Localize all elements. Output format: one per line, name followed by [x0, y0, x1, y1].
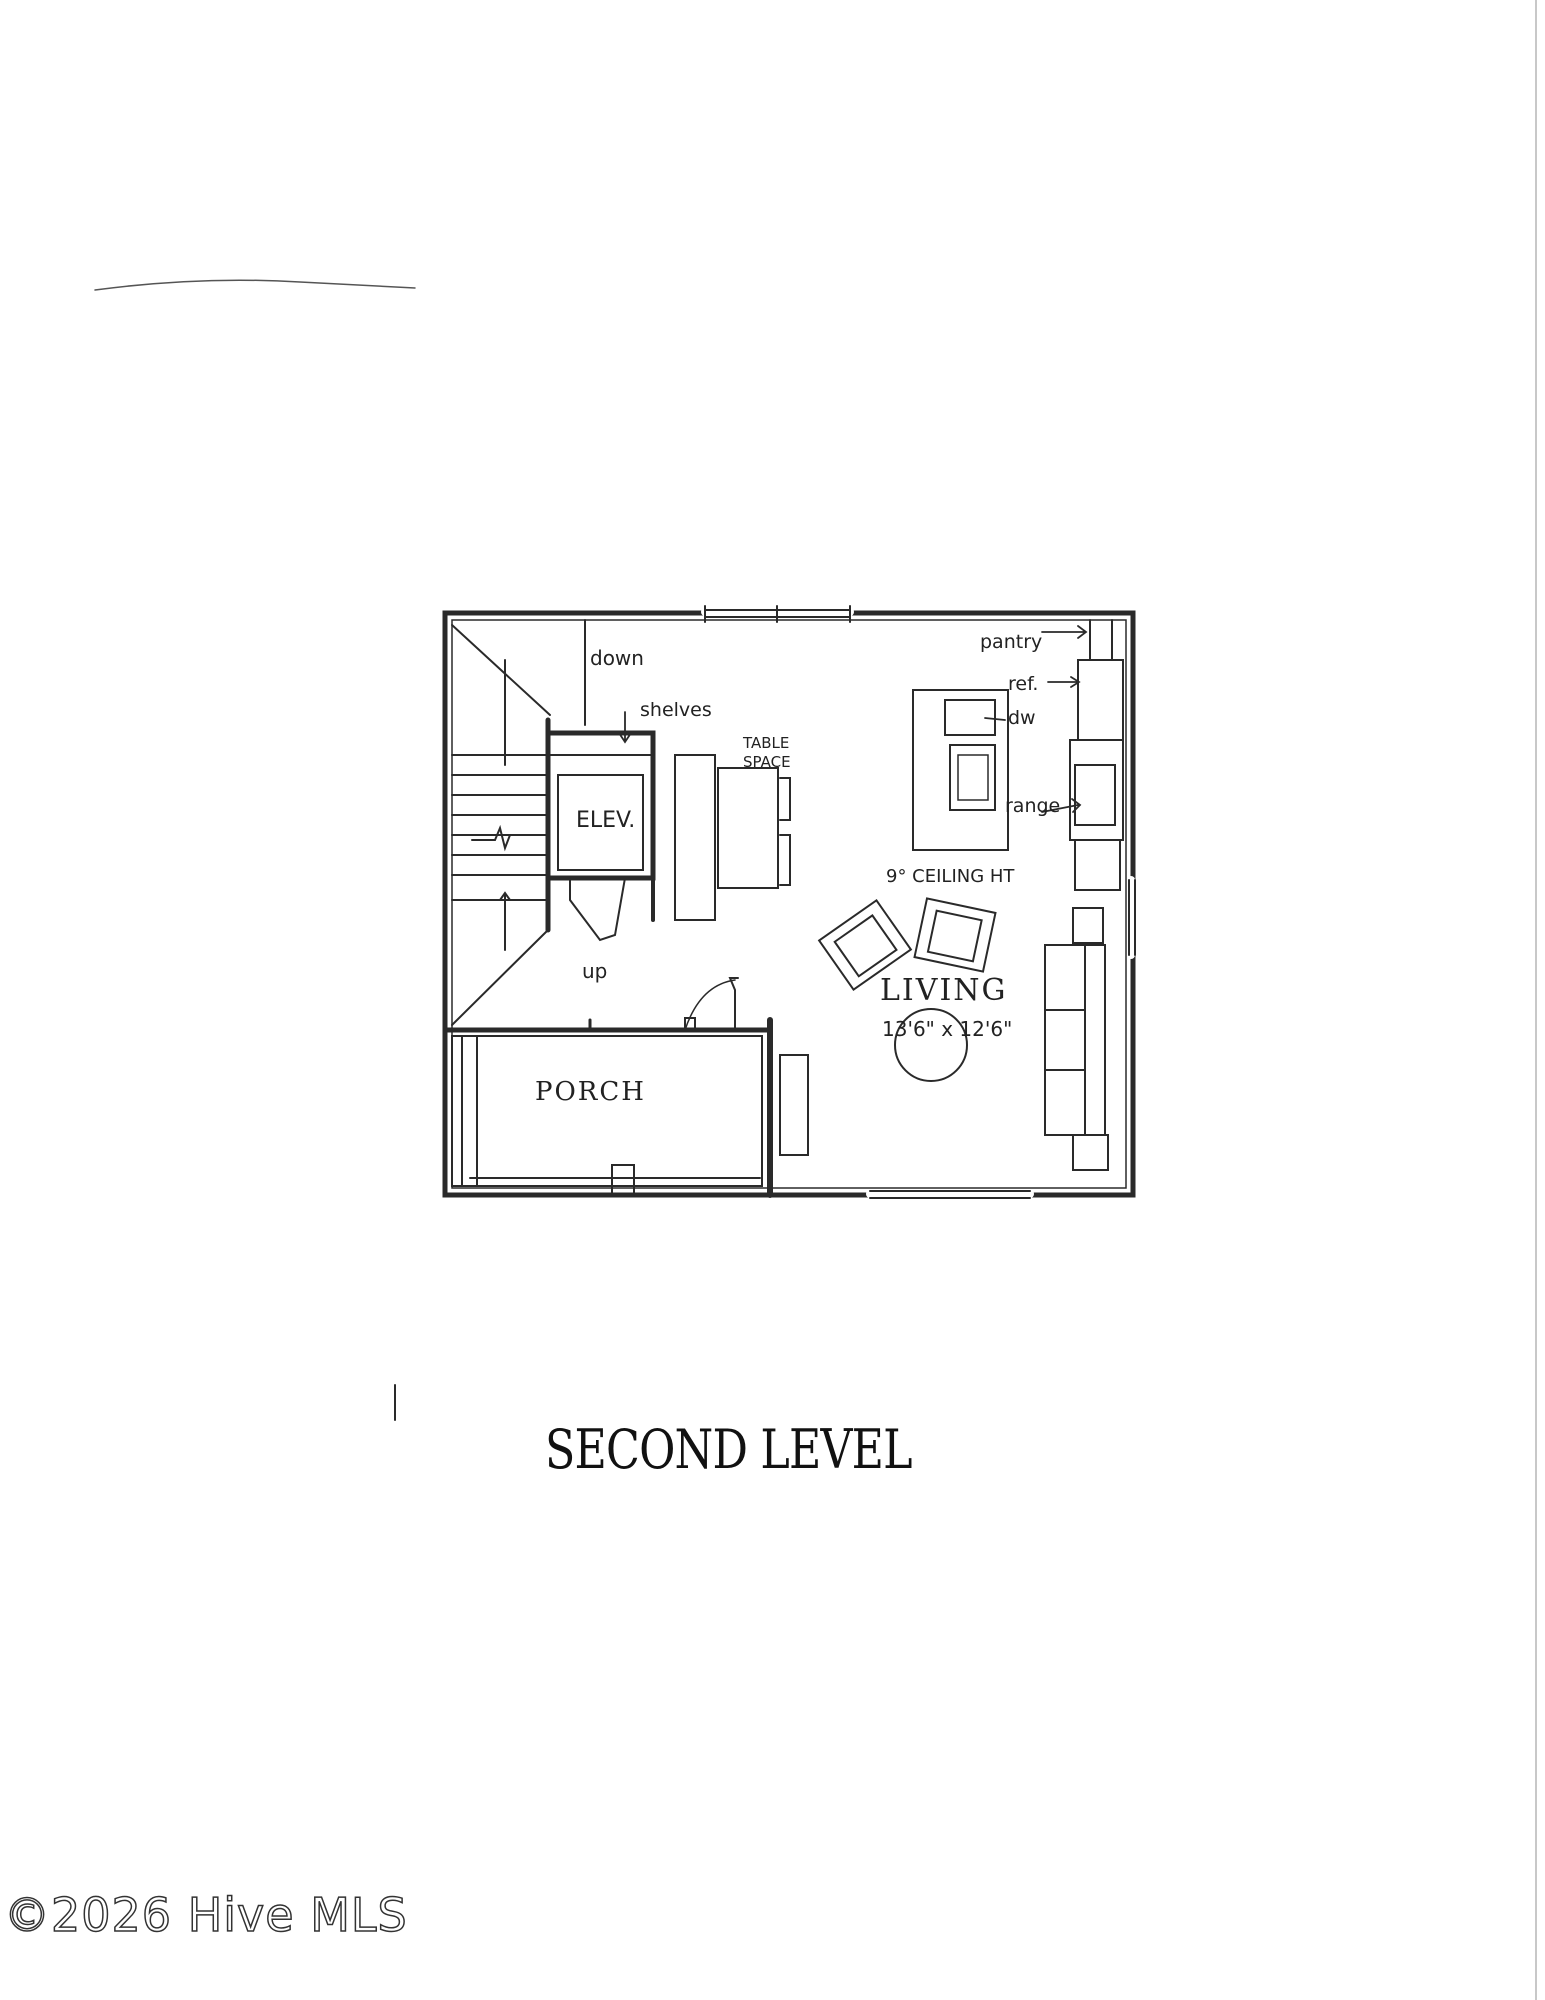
label-living-dims: 13'6" x 12'6": [882, 1017, 1012, 1041]
armchair-right: [913, 897, 997, 973]
label-living: LIVING: [880, 973, 1008, 1008]
porch: [442, 1017, 773, 1198]
label-elev: ELEV.: [576, 808, 635, 833]
top-window: [701, 605, 854, 623]
page-title: SECOND LEVEL: [545, 1418, 913, 1481]
watermark: ©2026 Hive MLS: [3, 1887, 408, 1943]
label-dw: dw: [1008, 707, 1036, 729]
label-range: range: [1005, 795, 1060, 817]
label-up: up: [582, 959, 607, 983]
sofa: [1044, 907, 1109, 1171]
label-ceiling: 9° CEILING HT: [886, 866, 1015, 887]
label-porch: PORCH: [535, 1077, 646, 1107]
counter: [674, 754, 716, 921]
label-table: TABLE: [742, 734, 789, 752]
staircase: [451, 619, 586, 1026]
armchair-left: [817, 898, 913, 992]
exterior-wall-inner: [451, 619, 1127, 1189]
kitchen-counter: [1069, 619, 1124, 891]
label-pantry: pantry: [980, 631, 1042, 653]
label-space: SPACE: [743, 753, 791, 771]
kitchen-island: [912, 689, 1009, 851]
scan-edge-line: [1535, 0, 1537, 2000]
label-down: down: [590, 646, 644, 670]
table: [717, 767, 779, 889]
elevator-door-swing: [569, 877, 627, 942]
label-shelves: shelves: [640, 699, 712, 721]
bench: [779, 1054, 809, 1156]
stray-pencil-stroke: [94, 279, 416, 291]
coffee-table: [894, 1008, 968, 1082]
label-ref: ref.: [1008, 673, 1038, 695]
entry-door: [659, 977, 739, 1031]
chairs: [779, 777, 791, 886]
